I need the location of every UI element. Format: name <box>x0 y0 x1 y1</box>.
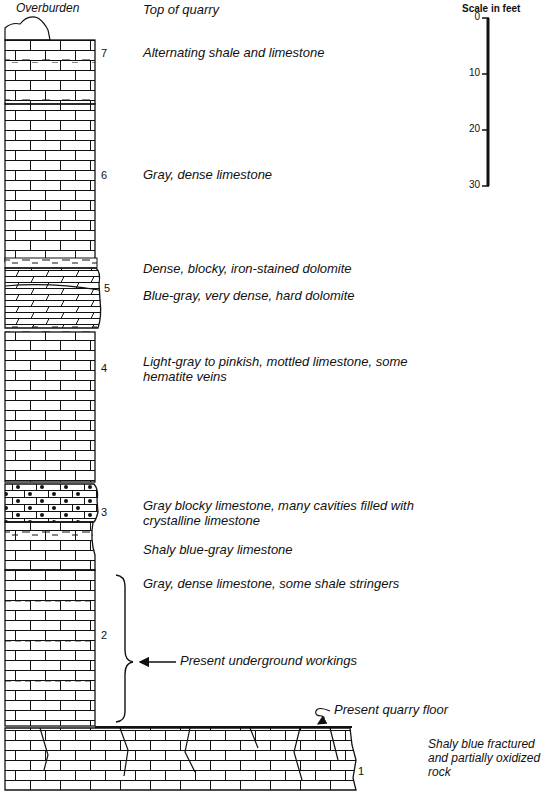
scale-number: 10 <box>469 67 480 79</box>
callout-number: 1 <box>358 765 364 778</box>
unit-description: Gray, dense limestone <box>143 168 403 183</box>
unit-description: Shaly blue fractured and partially oxidi… <box>428 738 548 779</box>
scale-bar <box>482 18 489 186</box>
unit-label: Overburden <box>16 2 106 16</box>
unit-description: Light-gray to pinkish, mottled limestone… <box>143 355 423 385</box>
unit-description: Shaly blue-gray limestone <box>143 543 403 558</box>
shale-bed <box>5 258 97 268</box>
unit-5-dolomite <box>5 268 101 328</box>
unit-description: Blue-gray, very dense, hard dolomite <box>143 289 423 304</box>
shale-bed <box>5 57 95 63</box>
unit-description: Gray, dense limestone, some shale string… <box>143 577 463 592</box>
unit-3-blocky-limestone <box>5 484 98 522</box>
shale-stringer <box>5 601 95 681</box>
unit-description: Gray blocky limestone, many cavities fil… <box>143 499 441 529</box>
bed-boundary <box>5 285 99 290</box>
leader-arrow <box>140 661 176 662</box>
annotation: Present underground workings <box>180 654 440 669</box>
leader-arrow <box>316 709 330 725</box>
rock-units <box>5 17 356 790</box>
shale-bed <box>5 326 97 332</box>
unit-2-limestone <box>5 570 95 726</box>
scale-number: 0 <box>474 11 480 23</box>
callout-number: 2 <box>101 629 107 642</box>
shale-bed <box>5 530 93 536</box>
fracture-lines <box>40 728 338 780</box>
callout-number: 6 <box>101 169 107 182</box>
scale-number: 30 <box>469 179 480 191</box>
unit-1-fractured-rock <box>5 728 356 790</box>
bracket <box>116 575 133 722</box>
overburden-symbol <box>5 17 50 40</box>
callout-number: 3 <box>101 506 107 519</box>
shaly-limestone <box>5 522 95 570</box>
shale-bed <box>5 96 95 102</box>
unit-7-limestone <box>5 40 95 104</box>
unit-label: Top of quarry <box>143 3 293 18</box>
scale-ticks <box>482 18 489 186</box>
scale-number: 20 <box>469 123 480 135</box>
callout-number: 5 <box>104 282 110 295</box>
shale-bed <box>5 259 97 267</box>
unit-6-limestone <box>5 104 95 262</box>
quarry-floor-line <box>95 726 352 728</box>
unit-description: Alternating shale and limestone <box>143 46 403 61</box>
unit-4-limestone <box>5 332 95 482</box>
unit-description: Dense, blocky, iron-stained dolomite <box>143 262 423 277</box>
scale-line <box>487 18 490 186</box>
callout-number: 4 <box>101 362 107 375</box>
annotation: Present quarry floor <box>334 703 524 718</box>
callout-number: 7 <box>101 47 107 60</box>
